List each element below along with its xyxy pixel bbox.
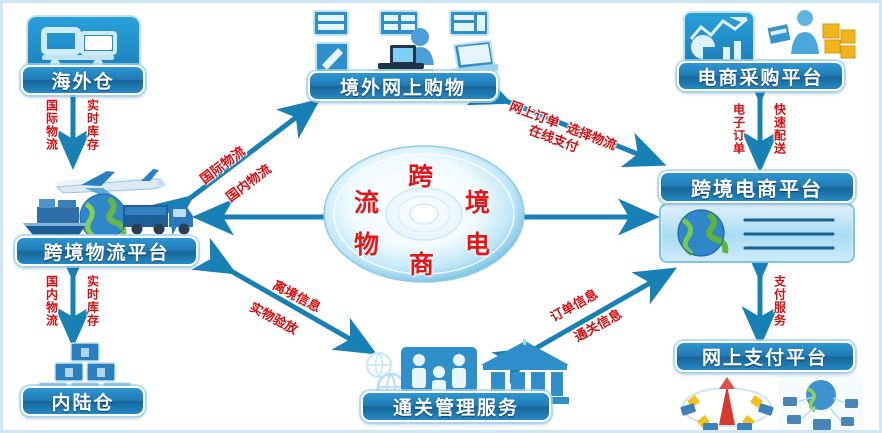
edge-label-payment-service: 支付服务 <box>772 275 787 327</box>
inland-warehouse-label[interactable]: 内陆仓 <box>21 386 145 416</box>
customs-management-service-label[interactable]: 通关管理服务 <box>361 391 551 422</box>
truck-icon <box>41 27 117 69</box>
edge-label-departure-info: 离境信息 <box>269 278 323 316</box>
center-char-right-lower: 电 <box>465 230 491 259</box>
cross-border-ecommerce-platform-body <box>659 203 855 263</box>
overseas-warehouse-label[interactable]: 海外仓 <box>21 65 145 95</box>
online-payment-platform-label[interactable]: 网上支付平台 <box>675 341 855 372</box>
edge-label-domestic-logistics-2: 国内物流 <box>223 162 275 206</box>
edge-label-realtime-stock-2: 实时库存 <box>85 275 100 327</box>
worker-package-icon <box>767 10 856 67</box>
center-char-left-lower: 物 <box>354 230 380 259</box>
computer-devices-icon <box>313 10 498 75</box>
edge-label-physical-inspection: 实物验放 <box>246 300 300 338</box>
cross-border-ecommerce-platform-label-text: 跨境电商平台 <box>691 176 823 201</box>
edge-label-electronic-order: 电子订单 <box>731 103 746 155</box>
overseas-online-shopping-label-text: 境外网上购物 <box>339 76 466 99</box>
center-char-right-upper: 境 <box>465 188 491 217</box>
analytics-chart-icon <box>689 17 748 60</box>
procurement-iconbox <box>683 11 755 66</box>
center-char-bottom: 商 <box>409 250 435 279</box>
inland-warehouse-label-text: 内陆仓 <box>51 391 115 414</box>
edge-label-realtime-stock-1: 实时库存 <box>85 99 100 151</box>
overseas-warehouse-label-text: 海外仓 <box>51 70 115 93</box>
customs-management-service-label-text: 通关管理服务 <box>392 397 519 419</box>
edge-label-international-logistics-1: 国际物流 <box>44 99 59 151</box>
edge-label-customs-info: 通关信息 <box>572 307 625 346</box>
center-char-top: 跨 <box>408 162 434 191</box>
online-payment-platform-label-text: 网上支付平台 <box>701 347 828 369</box>
overseas-online-shopping-label[interactable]: 境外网上购物 <box>308 71 498 101</box>
globe-document-icon <box>677 209 835 257</box>
edge-label-fast-delivery: 快速配送 <box>772 103 787 155</box>
cross-border-logistics-platform-label[interactable]: 跨境物流平台 <box>15 236 198 266</box>
ecommerce-procurement-platform-label-text: 电商采购平台 <box>697 66 824 89</box>
center-char-left-upper: 流 <box>354 188 380 217</box>
plane-ship-truck-globe-icon <box>23 169 193 243</box>
ecommerce-procurement-platform-label[interactable]: 电商采购平台 <box>677 61 844 91</box>
payment-network-icon <box>680 375 863 430</box>
edge-label-domestic-logistics-1: 国内物流 <box>44 275 59 327</box>
cross-border-logistics-platform-label-text: 跨境物流平台 <box>43 241 170 264</box>
cross-border-ecommerce-platform-label[interactable]: 跨境电商平台 <box>659 171 855 203</box>
